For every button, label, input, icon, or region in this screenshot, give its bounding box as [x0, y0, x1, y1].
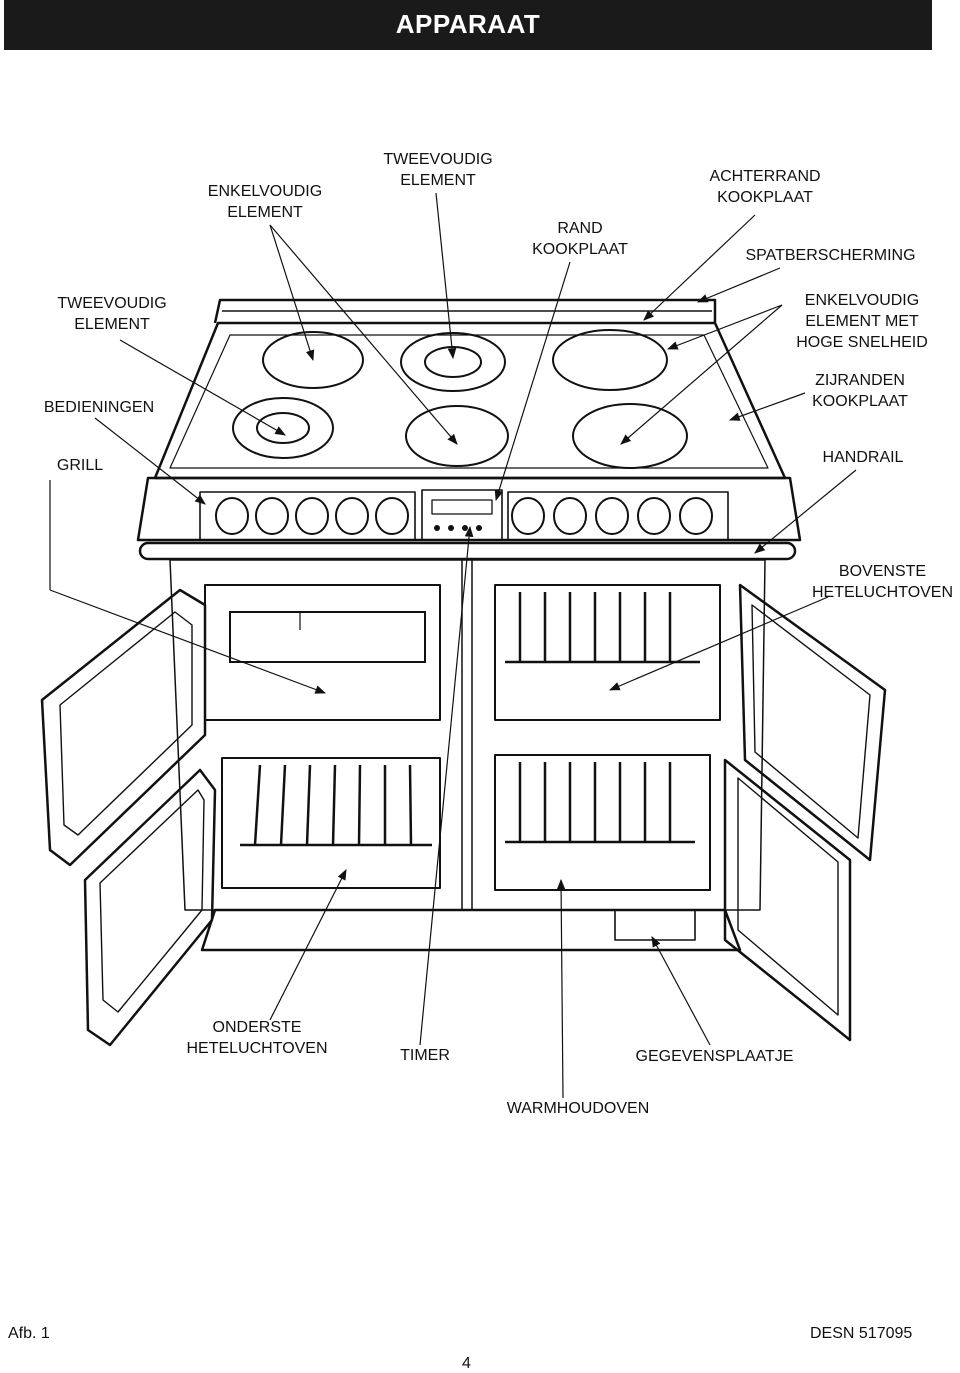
label-bedieningen: BEDIENINGEN: [43, 399, 155, 416]
leader-hoge-snelheid: [620, 304, 783, 445]
timer-button: [476, 525, 482, 531]
hotplate-front-right: [572, 403, 688, 469]
control-knob: [595, 497, 629, 535]
label-enkelvoudig-element: ENKELVOUDIG ELEMENT: [207, 183, 323, 221]
leader-handrail: [754, 469, 857, 554]
timer-button: [448, 525, 454, 531]
leader-onderste-heteluchtoven: [269, 869, 347, 1021]
grill-pan: [229, 611, 426, 663]
timer-panel: [421, 489, 503, 541]
label-handrail: HANDRAIL: [822, 449, 904, 466]
grill-door: [40, 588, 207, 867]
control-knob: [375, 497, 409, 535]
leader-gegevensplaatje: [651, 936, 711, 1046]
leader-bovenste-heteluchtoven: [609, 596, 829, 691]
leader-spatbescherming: [697, 267, 781, 303]
label-warmhoudoven: WARMHOUDOVEN: [506, 1100, 650, 1117]
leader-timer: [419, 525, 474, 1046]
leader-enkelvoudig-element: [269, 224, 458, 445]
label-gegevensplaatje: GEGEVENSPLAATJE: [635, 1048, 794, 1065]
leader-rand-kookplaat: [494, 261, 571, 502]
upper-oven-cavity: [494, 584, 721, 721]
control-knob: [335, 497, 369, 535]
warming-oven-door: [723, 758, 852, 1042]
control-knob: [215, 497, 249, 535]
leader-bedieningen: [94, 417, 206, 505]
control-knob: [511, 497, 545, 535]
lower-oven-door: [83, 768, 217, 1047]
leader-achterrand-kookplaat: [643, 214, 756, 321]
hotplate-front-left-outer: [232, 397, 334, 459]
plinth: [200, 908, 742, 952]
leader-zijranden-kookplaat: [728, 392, 806, 421]
control-knob: [255, 497, 289, 535]
page-number: 4: [462, 1355, 471, 1372]
control-knob: [637, 497, 671, 535]
label-timer: TIMER: [400, 1047, 450, 1064]
hotplate-rear-middle-inner: [424, 346, 482, 378]
leader-tweevoudig-element-left: [119, 339, 286, 436]
leader-enkelvoudig-element: [269, 224, 315, 362]
label-onderste-heteluchtoven: ONDERSTE HETELUCHTOVEN: [186, 1019, 328, 1057]
hotplate-rear-left: [262, 331, 364, 389]
label-rand-kookplaat: RAND KOOKPLAAT: [532, 220, 628, 258]
hotplate-front-middle: [405, 405, 509, 467]
leader-grill-2: [49, 589, 327, 694]
leader-hoge-snelheid: [666, 304, 783, 350]
control-knob: [295, 497, 329, 535]
figure-label: Afb. 1: [8, 1325, 50, 1342]
cooker-body: [169, 559, 766, 911]
label-tweevoudig-element-top: TWEEVOUDIG ELEMENT: [383, 151, 493, 189]
hotplate-front-left-inner: [256, 412, 310, 444]
control-fascia: [136, 476, 802, 542]
upper-oven-door: [738, 583, 887, 862]
label-zijranden-kookplaat: ZIJRANDEN KOOKPLAAT: [812, 372, 908, 410]
leader-warmhoudoven: [556, 878, 566, 1099]
label-tweevoudig-element-left: TWEEVOUDIG ELEMENT: [57, 295, 167, 333]
right-control-panel: [507, 491, 729, 541]
control-knob: [553, 497, 587, 535]
design-code: DESN 517095: [810, 1325, 913, 1342]
hob-top: [153, 321, 787, 480]
timer-button: [462, 525, 468, 531]
page-title: APPARAAT: [395, 9, 541, 39]
hotplate-rear-middle-outer: [400, 332, 506, 392]
grill-cavity: [204, 584, 441, 721]
label-bovenste-heteluchtoven: BOVENSTE HETELUCHTOVEN: [811, 563, 954, 601]
label-grill: GRILL: [56, 457, 104, 474]
label-spatbescherming: SPATBERSCHERMING: [745, 247, 916, 264]
splashback: [213, 298, 717, 324]
warming-oven-cavity: [494, 754, 711, 891]
control-knob: [679, 497, 713, 535]
label-enkelvoudig-element-hoge-snelheid: ENKELVOUDIG ELEMENT MET HOGE SNELHEID: [796, 292, 928, 351]
lower-oven-cavity: [221, 757, 441, 889]
data-plate: [614, 909, 696, 941]
label-achterrand-kookplaat: ACHTERRAND KOOKPLAAT: [709, 168, 821, 206]
timer-button: [434, 525, 440, 531]
leader-tweevoudig-element-top: [435, 192, 457, 360]
hotplate-rear-right: [552, 329, 668, 391]
left-control-panel: [199, 491, 416, 541]
page-header: APPARAAT: [4, 0, 932, 50]
